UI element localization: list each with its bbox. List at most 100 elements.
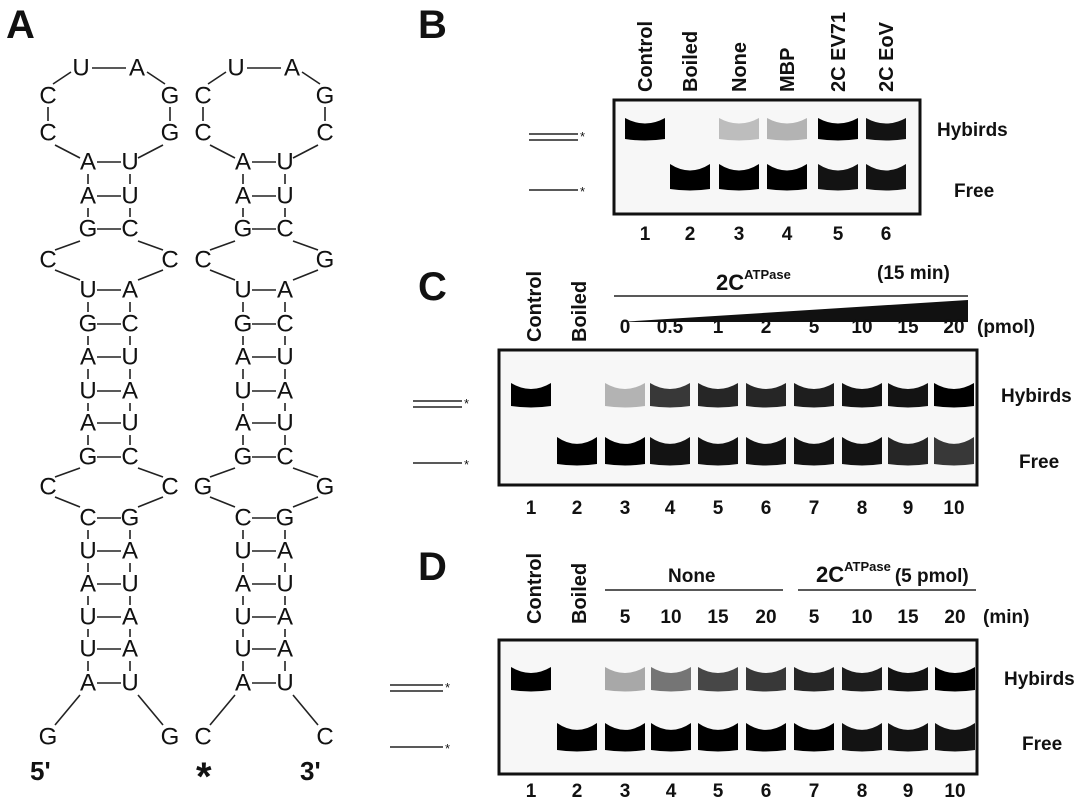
nucleotide: A — [80, 571, 96, 598]
hybrid-band — [842, 383, 882, 408]
nucleotide: C — [234, 505, 251, 532]
nucleotide: G — [316, 247, 335, 274]
lane-number: 2 — [572, 781, 583, 800]
lane-number: 10 — [943, 498, 964, 519]
panel-b-bands — [625, 118, 906, 191]
panel-c-duplex-marker: * — [413, 396, 469, 411]
nucleotide: U — [276, 149, 293, 176]
nucleotide: C — [276, 216, 293, 243]
panel-a-letter: A — [6, 3, 35, 47]
nucleotide: U — [79, 538, 96, 565]
nucleotide: A — [80, 344, 96, 371]
panel-d-hybrids-label: Hybirds — [1004, 669, 1075, 690]
hybrid-band — [698, 667, 738, 692]
lane-number: 5 — [713, 498, 724, 519]
nucleotide: G — [121, 505, 140, 532]
lane-number: 4 — [665, 498, 676, 519]
nucleotide: G — [161, 724, 180, 751]
lane-number: 3 — [734, 224, 745, 245]
lane-number: 6 — [761, 498, 772, 519]
panel-d-time-unit: (min) — [983, 607, 1029, 628]
nucleotide: A — [129, 55, 145, 82]
nucleotide: C — [276, 311, 293, 338]
nucleotide: G — [234, 216, 253, 243]
free-band — [888, 437, 928, 466]
nucleotide: C — [39, 247, 56, 274]
hybrid-band — [605, 383, 645, 408]
lane-number: 6 — [881, 224, 892, 245]
nucleotide: U — [121, 183, 138, 210]
nucleotide: C — [316, 724, 333, 751]
nucleotide: U — [79, 636, 96, 663]
hybrid-band — [934, 383, 974, 408]
nucleotide: G — [234, 311, 253, 338]
nucleotide: U — [276, 410, 293, 437]
time-label: 10 — [660, 607, 681, 628]
nucleotide: G — [79, 311, 98, 338]
free-band — [888, 723, 928, 752]
panel-b-gel — [612, 98, 922, 216]
hybrid-band — [767, 118, 807, 141]
hybrid-band — [651, 667, 691, 692]
nucleotide: A — [284, 55, 300, 82]
nucleotide: A — [122, 378, 138, 405]
nucleotide: A — [235, 183, 251, 210]
hybrid-band — [746, 383, 786, 408]
nucleotide: G — [161, 83, 180, 110]
free-band — [767, 164, 807, 191]
nucleotide: G — [316, 474, 335, 501]
nucleotide: A — [277, 378, 293, 405]
panel-d-enzyme: 2CATPase(5 pmol) — [816, 559, 969, 587]
nucleotide: U — [227, 55, 244, 82]
lane-number: 5 — [713, 781, 724, 800]
free-band — [934, 437, 974, 466]
nucleotide: U — [72, 55, 89, 82]
nucleotide: A — [122, 277, 138, 304]
lane-number: 10 — [944, 781, 965, 800]
nucleotide: G — [79, 216, 98, 243]
free-band — [698, 437, 738, 466]
time-label: 5 — [620, 607, 631, 628]
free-band — [719, 164, 759, 191]
lane-number: 1 — [526, 498, 537, 519]
dose-label: 2 — [761, 317, 772, 338]
nucleotide: A — [277, 636, 293, 663]
nucleotide: U — [121, 571, 138, 598]
panel-b-hybrids-label: Hybirds — [937, 120, 1008, 141]
nucleotide: C — [121, 216, 138, 243]
nucleotide: G — [276, 505, 295, 532]
nucleotide: U — [276, 571, 293, 598]
lane-number: 4 — [782, 224, 793, 245]
nucleotide: U — [234, 378, 251, 405]
lane-number: 6 — [761, 781, 772, 800]
nucleotide: C — [316, 120, 333, 147]
lane-number: 8 — [857, 781, 868, 800]
panel-b-duplex-marker: * — [529, 129, 585, 144]
lane-number: 9 — [903, 781, 914, 800]
panel-c-dose-unit: (pmol) — [977, 317, 1035, 338]
nucleotide: A — [277, 277, 293, 304]
nucleotide: G — [79, 444, 98, 471]
nucleotide: C — [121, 444, 138, 471]
nucleotide: C — [39, 120, 56, 147]
dose-label: 15 — [897, 317, 919, 338]
nucleotide: A — [122, 604, 138, 631]
lane-number: 7 — [809, 498, 820, 519]
panel-d-gel — [497, 638, 979, 776]
nucleotide: C — [194, 724, 211, 751]
panel-d-free-label: Free — [1022, 734, 1062, 755]
nucleotide: A — [122, 538, 138, 565]
lane-number: 5 — [833, 224, 844, 245]
nucleotide: U — [121, 670, 138, 697]
dose-label: 10 — [851, 317, 872, 338]
nucleotide: U — [234, 538, 251, 565]
hybrid-band — [842, 667, 882, 692]
hybrid-band — [650, 383, 690, 408]
nucleotide: A — [277, 538, 293, 565]
nucleotide: U — [121, 344, 138, 371]
nucleotide: A — [235, 344, 251, 371]
